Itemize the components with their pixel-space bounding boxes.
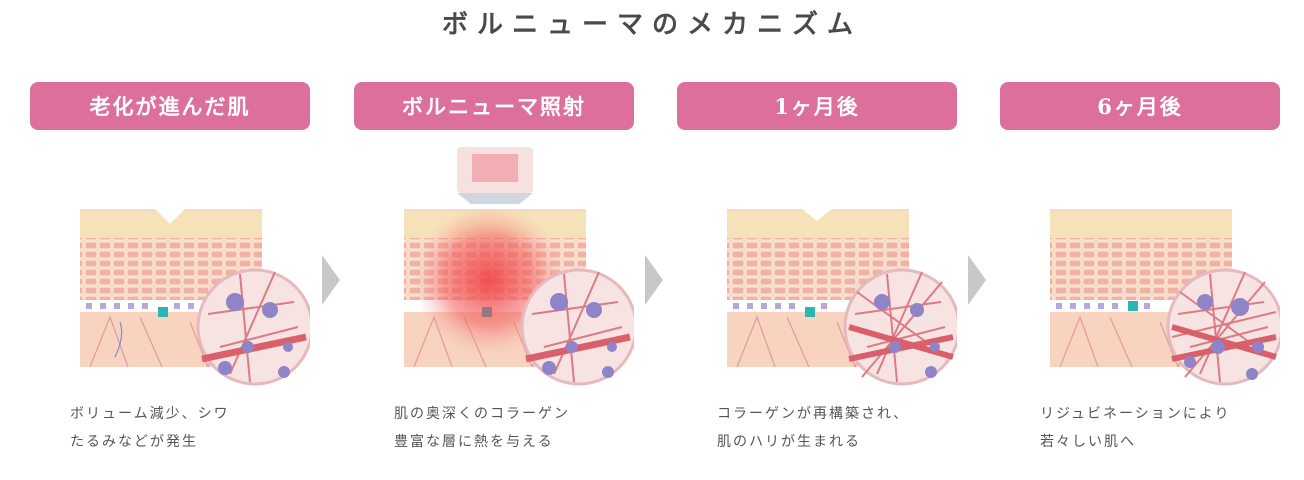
chevron-right-icon — [645, 255, 663, 305]
stage-six-months-after: 6ヶ月後 リジュビネーションにより 若々しい肌へ — [1000, 82, 1280, 450]
one-month-illustration — [727, 209, 957, 386]
stage-caption: リジュビネーションにより 若々しい肌へ — [1040, 400, 1280, 456]
stage-one-month-after: 1ヶ月後 コラーゲンが再構築され、 肌のハリが生 — [677, 82, 957, 450]
caption-line: リジュビネーションにより — [1040, 406, 1231, 422]
caption-line: ボリューム減少、シワ — [70, 406, 230, 422]
aged-skin-illustration — [80, 209, 310, 386]
stage-caption: ボリューム減少、シワ たるみなどが発生 — [70, 400, 310, 456]
stage-label: ボルニューマ照射 — [354, 82, 634, 130]
caption-line: 豊富な層に熱を与える — [394, 434, 554, 450]
stage-caption: コラーゲンが再構築され、 肌のハリが生まれる — [717, 400, 957, 456]
caption-line: 肌のハリが生まれる — [717, 434, 861, 450]
caption-line: たるみなどが発生 — [70, 434, 198, 450]
page-title: ボルニューマのメカニズム — [441, 10, 862, 40]
stage-label: 老化が進んだ肌 — [30, 82, 310, 130]
caption-line: コラーゲンが再構築され、 — [717, 406, 910, 422]
radiofrequency-tip-icon — [457, 147, 533, 204]
stage-volnewmer-treatment: ボルニューマ照射 — [354, 82, 634, 450]
chevron-right-icon — [322, 255, 340, 305]
magnify-circle-icon — [196, 268, 310, 386]
stage-label: 1ヶ月後 — [677, 82, 957, 130]
stage-aged-skin: 老化が進んだ肌 ボリューム減 — [30, 82, 310, 450]
caption-line: 若々しい肌へ — [1040, 434, 1136, 450]
six-month-illustration — [1050, 209, 1280, 386]
chevron-right-icon — [968, 255, 986, 305]
caption-line: 肌の奥深くのコラーゲン — [394, 406, 570, 422]
stage-label: 6ヶ月後 — [1000, 82, 1280, 130]
stage-caption: 肌の奥深くのコラーゲン 豊富な層に熱を与える — [394, 400, 634, 456]
treatment-illustration — [404, 147, 634, 386]
